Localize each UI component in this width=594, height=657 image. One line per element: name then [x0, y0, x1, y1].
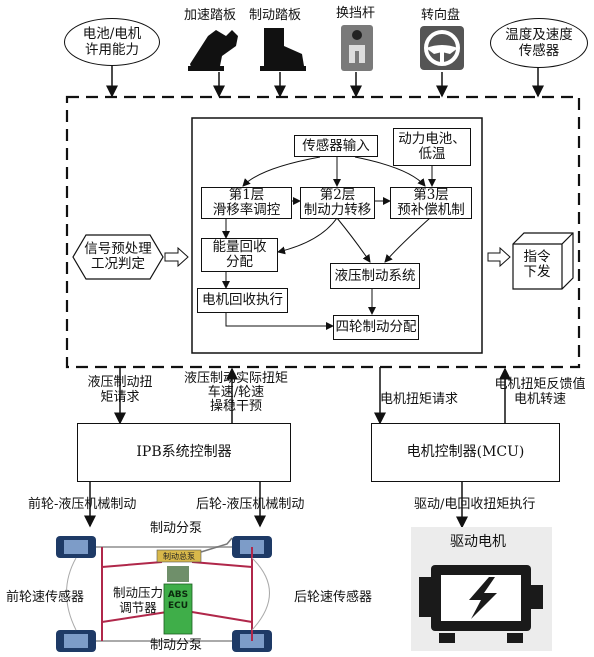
controller-inner-frame: [191, 117, 483, 354]
command-issue-label: 指令 下发: [523, 249, 551, 280]
command-issue-shape: [512, 232, 574, 290]
drive-motor-label: 驱动电机: [450, 534, 506, 550]
controller-dashed-frame: [65, 95, 581, 369]
sensor-input-box: 传感器输入: [294, 135, 378, 157]
layer2-box: 第2层 制动力转移: [300, 187, 375, 219]
hydraulic-actual-label: 液压制动实际扭矩 车速/轮速 操稳干预: [183, 371, 288, 414]
brake-chassis-diagram: 制动总泵: [56, 536, 272, 652]
brake-cylinder-top-label: 制动分泵: [150, 521, 203, 536]
rear-wheel-sensor-label: 后轮速传感器: [294, 590, 373, 605]
motor-feedback-label: 电机扭矩反馈值 电机转速: [494, 377, 586, 407]
drive-exec-label: 驱动/电回收扭矩执行: [414, 497, 536, 512]
pressure-regulator-label: 制动压力 调节器: [112, 585, 163, 615]
front-brake-label: 前轮-液压机械制动: [28, 497, 137, 512]
signal-preprocess-label: 信号预处理 工况判定: [84, 241, 152, 272]
steering-wheel-icon: [420, 26, 464, 70]
motor-controller-box: 电机控制器(MCU): [371, 423, 560, 482]
brake-pedal-label: 制动踏板: [249, 8, 302, 23]
accel-pedal-icon: [188, 30, 238, 71]
layer1-box: 第1层 滑移率调控: [201, 187, 292, 219]
battery-low-temp-box: 动力电池、 低温: [393, 128, 471, 166]
ipb-controller-box: IPB系统控制器: [77, 423, 291, 482]
electric-motor-icon: [419, 565, 543, 643]
abs-ecu-label: ABS ECU: [167, 590, 189, 611]
four-wheel-box: 四轮制动分配: [333, 315, 419, 340]
energy-recovery-box: 能量回收 分配: [201, 238, 278, 272]
accel-pedal-label: 加速踏板: [184, 8, 237, 23]
brake-master-label: 制动总泵: [163, 551, 195, 561]
front-wheel-sensor-label: 前轮速传感器: [6, 590, 85, 605]
temp-speed-sensor: 温度及速度 传感器: [490, 18, 588, 68]
brake-cylinder-bottom-label: 制动分泵: [150, 638, 203, 653]
hydraulic-torque-request-label: 液压制动扭 矩请求: [87, 375, 153, 405]
motor-torque-request-label: 电机扭矩请求: [380, 392, 459, 407]
gear-shift-label: 换挡杆: [336, 6, 376, 21]
brake-pedal-icon: [260, 28, 306, 71]
rear-brake-label: 后轮-液压机械制动: [196, 497, 305, 512]
steering-wheel-label: 转向盘: [421, 8, 461, 23]
hydraulic-system-box: 液压制动系统: [330, 263, 420, 289]
signal-preprocess-shape: [72, 234, 164, 280]
layer3-box: 第3层 预补偿机制: [390, 187, 472, 219]
motor-recovery-box: 电机回收执行: [197, 288, 288, 313]
battery-motor-capability: 电池/电机 许用能力: [64, 18, 160, 66]
gear-shift-icon: [341, 25, 373, 71]
